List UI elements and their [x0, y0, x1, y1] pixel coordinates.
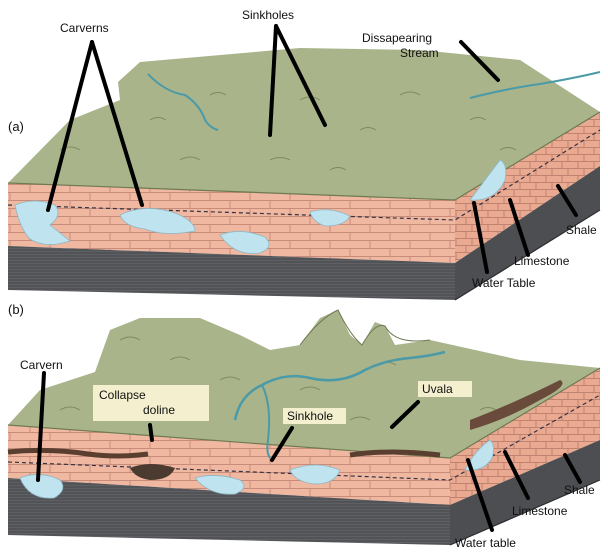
leader-limestone-a [508, 198, 530, 257]
label-shale-a: Shale [566, 223, 597, 237]
label-shale-b: Shale [564, 483, 595, 497]
label-carvern: Carvern [20, 358, 63, 372]
panel-b-limestone-front [8, 425, 450, 505]
label-sinkholes: Sinkholes [242, 8, 295, 22]
panel-a-block [7, 48, 601, 301]
label-limestone-b: Limestone [512, 504, 568, 518]
leader-disappearing-stream [459, 40, 500, 82]
panel-a-letter: (a) [8, 119, 24, 134]
leader-carverns-right [90, 40, 144, 207]
panel-b-collapse-rubble [130, 464, 175, 480]
label-sinkhole: Sinkhole [283, 408, 346, 424]
leader-shale-b [563, 453, 582, 484]
leader-sinkholes-left [268, 24, 278, 137]
panel-b-shale-front [8, 478, 450, 545]
leader-lines [36, 24, 582, 532]
label-limestone-a: Limestone [514, 254, 570, 268]
leader-water-table-a [472, 201, 489, 274]
panel-a-surface-stream [147, 73, 219, 131]
leader-sinkhole-b [270, 426, 294, 462]
panel-b-cave [289, 464, 341, 485]
label-dissapearing: Dissapearing [362, 31, 433, 45]
leader-carverns-left [46, 40, 94, 212]
panel-a-cave [309, 209, 351, 227]
panel-a-cave [119, 208, 196, 234]
panel-a-limestone-side [455, 112, 600, 263]
label-water-table-a: Water Table [472, 276, 536, 290]
panel-a-disappearing-stream-channel [469, 71, 601, 99]
label-water-table-b: Water table [455, 536, 516, 550]
panel-b-letter: (b) [8, 302, 24, 317]
leader-carvern-b [36, 371, 46, 482]
panel-a-cave [219, 231, 270, 254]
panel-a-shale-front [8, 246, 455, 300]
leader-limestone-b [503, 450, 530, 500]
panel-b-cave [194, 475, 245, 495]
panel-a-cave [469, 159, 507, 201]
panel-b-block [7, 309, 601, 546]
leader-uvala [390, 400, 420, 429]
leader-water-table-b [466, 458, 494, 532]
panel-a-limestone-front [8, 183, 455, 263]
panel-b-cave [464, 439, 494, 471]
label-carverns: Carverns [60, 21, 109, 35]
leader-collapse-doline [148, 423, 154, 442]
panel-b-stream [233, 350, 446, 421]
panel-a-shale-side [455, 166, 600, 300]
panel-a-land-surface [8, 48, 600, 200]
label-collapse-line2: doline [143, 403, 176, 417]
panel-b-land-surface [8, 310, 600, 458]
label-collapse-doline: Collapse doline [93, 385, 209, 421]
panel-b-limestone-side [450, 368, 600, 505]
panel-b-uvala-depression [470, 380, 563, 430]
label-stream: Stream [400, 46, 439, 60]
leader-sinkholes-right [274, 24, 327, 127]
label-collapse-line1: Collapse [99, 388, 146, 402]
label-uvala: Uvala [418, 381, 472, 397]
leader-shale-a [556, 184, 578, 217]
